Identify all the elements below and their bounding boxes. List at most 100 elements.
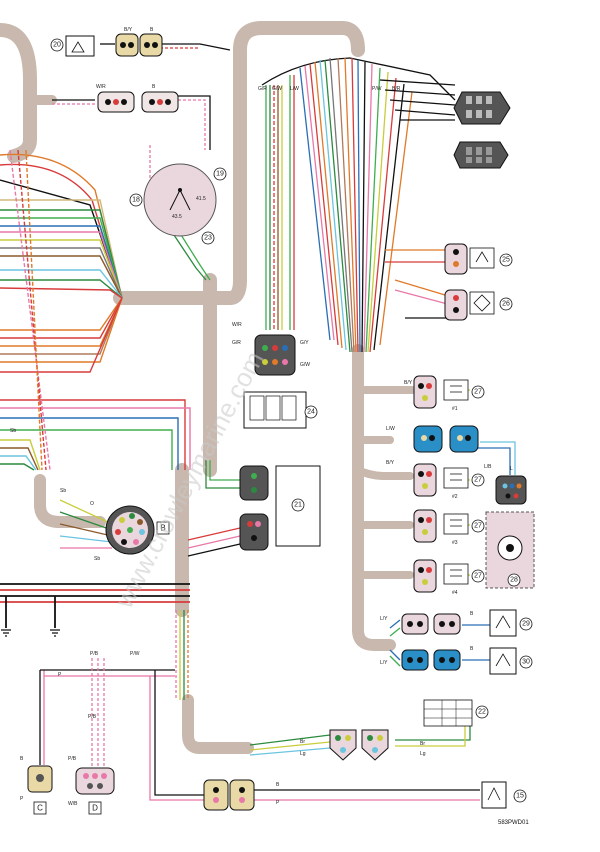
callout-22: 22: [478, 709, 486, 716]
svg-text:G/R: G/R: [258, 86, 267, 92]
svg-text:Sb: Sb: [60, 488, 66, 494]
ground-symbols: [1, 629, 60, 637]
connector-left-21b: [239, 513, 269, 551]
callout-24: 24: [307, 409, 315, 416]
svg-text:L/Y: L/Y: [380, 660, 388, 666]
svg-text:B/Y: B/Y: [386, 460, 395, 466]
connector-8-pin-top: [453, 91, 511, 169]
left-wire-fan: [0, 149, 191, 471]
blue-connector-pair: [413, 425, 479, 453]
svg-text:P/B: P/B: [68, 756, 77, 762]
component-20: 20: [50, 35, 95, 57]
svg-text:B: B: [20, 756, 24, 762]
switch-bottom-right: 15: [481, 781, 527, 809]
svg-text:P: P: [20, 796, 24, 802]
callout-25: 25: [502, 257, 510, 264]
svg-text:B: B: [470, 646, 474, 652]
connector-bottom-center: [203, 779, 255, 811]
svg-text:P: P: [276, 800, 280, 806]
battery-lines: [0, 583, 190, 628]
svg-text:G/W: G/W: [300, 362, 310, 368]
svg-text:P/B: P/B: [88, 714, 97, 720]
connector-25: 25: [444, 243, 513, 275]
svg-text:P/W: P/W: [130, 651, 140, 657]
svg-text:27: 27: [474, 477, 482, 484]
svg-text:G/W: G/W: [272, 86, 282, 92]
switch-text-a: 43.5: [172, 214, 182, 220]
label-c: C: [37, 804, 43, 813]
callout-18: 18: [132, 197, 140, 204]
callout-26: 26: [502, 301, 510, 308]
svg-text:Sb: Sb: [94, 556, 100, 562]
svg-text:Br: Br: [420, 741, 425, 747]
svg-text:B: B: [152, 84, 156, 90]
relay-box-24: 24: [243, 391, 318, 429]
connector-26: 26: [444, 289, 513, 321]
svg-text:L/W: L/W: [386, 426, 395, 432]
sensor-connector-3: #3 27: [413, 509, 485, 546]
callout-23: 23: [204, 235, 212, 242]
svg-text:B/Y: B/Y: [404, 380, 413, 386]
label-d: D: [92, 804, 98, 813]
label-b: B: [160, 524, 165, 533]
component-22: 22: [423, 699, 489, 727]
svg-text:#2: #2: [452, 494, 458, 500]
svg-text:B: B: [276, 782, 280, 788]
svg-text:L/W: L/W: [290, 86, 299, 92]
svg-text:Br: Br: [300, 739, 305, 745]
svg-text:#4: #4: [452, 590, 458, 596]
svg-text:P/W: P/W: [372, 86, 382, 92]
svg-text:W/B: W/B: [68, 801, 78, 807]
callout-29: 29: [522, 621, 530, 628]
svg-text:#1: #1: [452, 406, 458, 412]
callout-27: 27: [474, 389, 482, 396]
callout-19: 19: [216, 171, 224, 178]
connector-top-1: B/Y B: [115, 27, 163, 57]
component-21: 21: [275, 465, 321, 547]
svg-text:B: B: [470, 611, 474, 617]
callout-20: 20: [53, 42, 61, 49]
svg-text:G/R: G/R: [232, 340, 241, 346]
connector-left-21a: [239, 465, 269, 501]
connector-bottom-pair: [329, 729, 389, 761]
connector-center-8pin: W/R G/R G/Y G/W: [232, 322, 310, 376]
svg-text:Lg: Lg: [300, 751, 306, 757]
svg-text:B: B: [150, 27, 154, 33]
sensor-connector-4: #4 27: [413, 559, 485, 596]
svg-text:P: P: [58, 672, 62, 678]
svg-text:27: 27: [474, 523, 482, 530]
svg-text:27: 27: [474, 573, 482, 580]
svg-text:W/R: W/R: [96, 84, 106, 90]
sensor-connector-1: #1 27: [413, 375, 485, 412]
harness-trunks: [0, 21, 416, 754]
connector-30: 30: [401, 647, 533, 675]
connector-c: C: [27, 765, 53, 815]
sensor-connector-2: #2 27: [413, 463, 485, 500]
svg-text:#3: #3: [452, 540, 458, 546]
diagram-code: 583PWD01: [498, 820, 529, 826]
callout-30: 30: [522, 659, 530, 666]
svg-text:O: O: [90, 501, 94, 507]
svg-text:G/Y: G/Y: [300, 340, 309, 346]
svg-text:W/R: W/R: [232, 322, 242, 328]
callout-15: 15: [516, 793, 524, 800]
svg-text:B/R: B/R: [392, 86, 401, 92]
connector-d: D: [75, 767, 115, 815]
component-28: 28: [485, 475, 535, 589]
svg-text:L/B: L/B: [484, 464, 492, 470]
round-connector-b: B: [105, 505, 170, 555]
svg-text:Sb: Sb: [10, 428, 16, 434]
callout-28: 28: [510, 577, 518, 584]
main-switch-18: 43.5 41.5 18 19 23: [129, 163, 227, 245]
wire-labels: G/R G/W L/W P/W B/R B/Y B/Y L/W L/Y L/Y …: [10, 86, 513, 807]
svg-text:L/Y: L/Y: [380, 616, 388, 622]
svg-text:L: L: [510, 466, 513, 472]
connector-29: 29: [401, 609, 533, 637]
connector-top-2: W/R B: [96, 84, 179, 113]
svg-text:B/Y: B/Y: [124, 27, 133, 33]
top-wire-bundle: [261, 57, 456, 353]
switch-text-b: 41.5: [196, 196, 206, 202]
svg-text:Lg: Lg: [420, 751, 426, 757]
callout-21: 21: [294, 502, 302, 509]
